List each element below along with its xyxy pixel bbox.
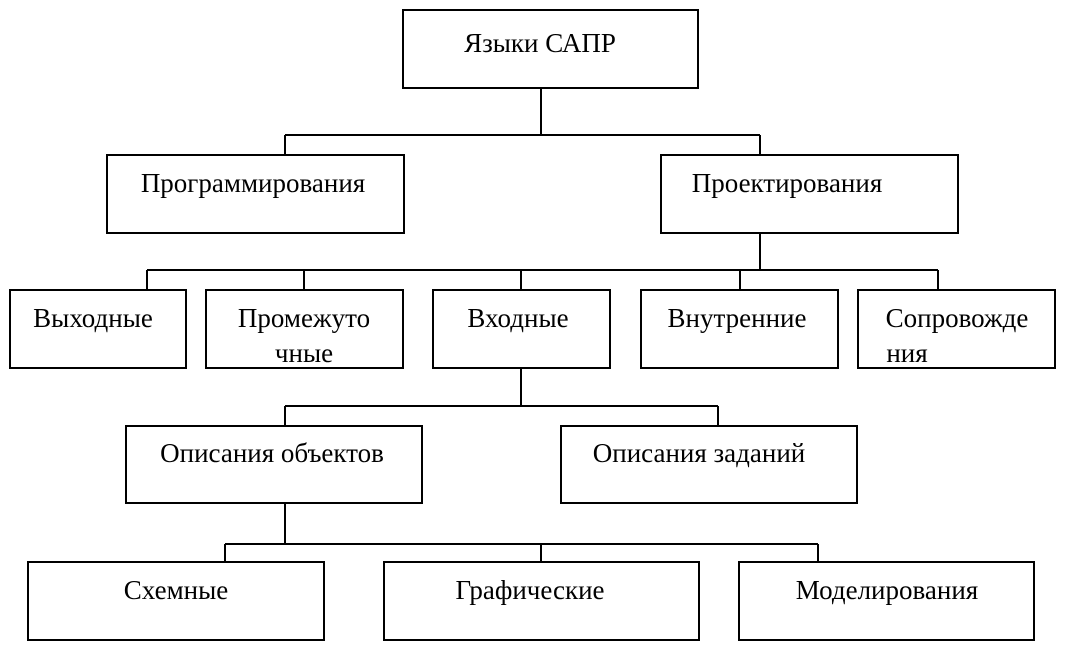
node-support-line2: ния — [886, 338, 927, 368]
node-design-label: Проектирования — [692, 168, 883, 198]
node-object-description: Описания объектов — [125, 425, 423, 504]
node-object-description-label: Описания объектов — [160, 438, 384, 468]
node-schematic-label: Схемные — [124, 575, 228, 605]
node-output-label: Выходные — [33, 303, 153, 333]
node-graphic: Графические — [383, 561, 700, 641]
node-programming: Программирования — [106, 154, 405, 234]
node-input-label: Входные — [467, 303, 568, 333]
node-support: Сопровожде ния — [857, 289, 1056, 369]
node-schematic: Схемные — [27, 561, 325, 641]
node-graphic-label: Графические — [455, 575, 604, 605]
connector-objects-level4 — [224, 503, 819, 562]
connector-root-level1 — [284, 88, 761, 155]
node-intermediate-line1: Промежуто — [238, 303, 370, 333]
node-cad-languages: Языки САПР — [402, 9, 699, 89]
node-intermediate: Промежуто чные — [205, 289, 404, 369]
node-task-description-label: Описания заданий — [593, 438, 805, 468]
connector-input-level3 — [284, 368, 719, 426]
node-support-line1: Сопровожде — [886, 303, 1029, 333]
node-task-description: Описания заданий — [560, 425, 858, 504]
node-internal-label: Внутренние — [668, 303, 807, 333]
node-internal: Внутренние — [640, 289, 839, 369]
node-output: Выходные — [9, 289, 187, 369]
connector-lines — [146, 88, 939, 562]
node-design: Проектирования — [660, 154, 959, 234]
node-intermediate-line2: чные — [275, 338, 333, 368]
node-cad-languages-label: Языки САПР — [464, 28, 616, 58]
node-input: Входные — [432, 289, 611, 369]
node-modeling-label: Моделирования — [796, 575, 978, 605]
node-programming-label: Программирования — [141, 168, 365, 198]
node-modeling: Моделирования — [738, 561, 1035, 641]
connector-design-level2 — [146, 233, 939, 290]
